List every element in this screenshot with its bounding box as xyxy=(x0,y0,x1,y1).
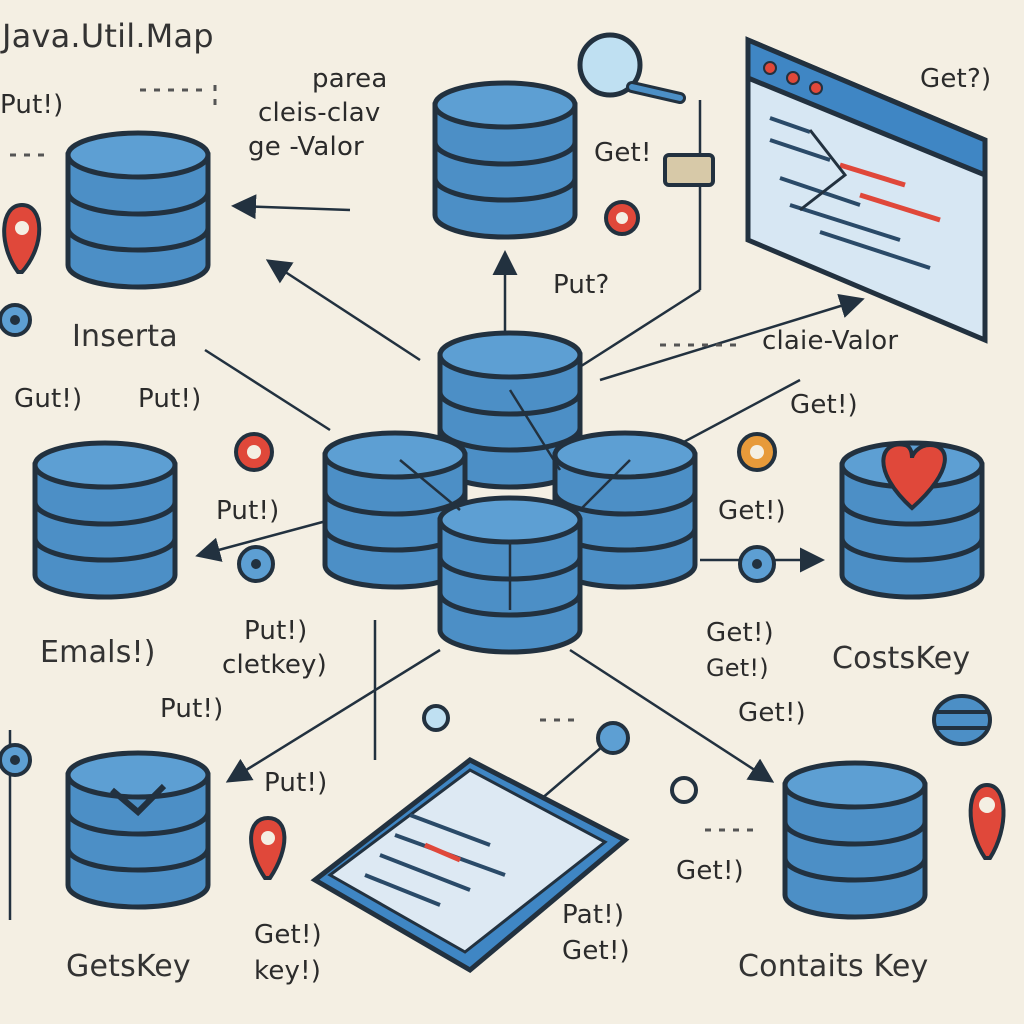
edge-hub-inserta xyxy=(265,259,421,362)
label-put-lower-left: Put!) xyxy=(264,768,328,798)
dot-node-icons xyxy=(0,200,992,804)
label-get-stack-3: Get!) xyxy=(738,698,806,728)
label-get-stack-2: Get!) xyxy=(706,654,769,682)
label-pat-2: Get!) xyxy=(562,936,630,966)
map-pin-icon-left xyxy=(2,202,42,274)
database-icon-emails xyxy=(35,443,175,597)
edge-hub-containskey xyxy=(569,648,775,783)
label-containskey: Contaits Key xyxy=(738,949,929,984)
label-claie-valor: claie-Valor xyxy=(762,326,899,356)
label-put-top: Put? xyxy=(553,270,610,300)
label-costskey: CostsKey xyxy=(832,641,971,676)
browser-window-icon xyxy=(745,36,988,344)
edge-hub-emails xyxy=(195,518,331,562)
label-put-bottom-left: Put!) xyxy=(160,694,224,724)
label-cleis-clav: cleis-clav xyxy=(258,98,381,128)
label-get-stack-1: Get!) xyxy=(706,618,774,648)
label-parea: parea xyxy=(312,64,388,94)
edge-node-doc xyxy=(539,739,611,801)
dashed-decorations xyxy=(10,85,760,832)
label-put-mid-left: Put!) xyxy=(216,496,280,526)
magnifier-icon xyxy=(577,32,686,104)
central-database-cluster xyxy=(325,333,695,652)
map-pin-icon-right xyxy=(968,782,1006,860)
edge-hub-gut xyxy=(204,348,331,432)
label-put-clet-2: cletkey) xyxy=(222,650,327,680)
label-get-right-upper: Get!) xyxy=(790,390,858,420)
heart-icon xyxy=(881,442,947,511)
edge-hub-getskey xyxy=(225,648,441,783)
label-getskey: GetsKey xyxy=(66,949,191,984)
diagram-title: Java.Util.Map xyxy=(2,17,214,55)
connector-lines xyxy=(8,100,865,920)
checkmark-icon xyxy=(110,783,167,817)
label-get-lower-right: Get!) xyxy=(676,856,744,886)
label-get-top: Get! xyxy=(594,138,652,168)
label-put-clet-1: Put!) xyxy=(244,616,308,646)
label-emails: Emals!) xyxy=(40,635,156,670)
database-icon-containskey xyxy=(785,763,925,917)
database-icon-getskey xyxy=(68,753,208,907)
label-put-top-left: Put!) xyxy=(0,90,64,120)
database-icon-inserta xyxy=(68,133,208,287)
label-gut: Gut!) xyxy=(14,384,83,414)
label-pat-1: Pat!) xyxy=(562,900,625,930)
edge-pair-left xyxy=(231,194,351,220)
label-inserta: Inserta xyxy=(72,319,178,354)
edge-hub-search xyxy=(574,288,701,372)
edge-hub-window xyxy=(599,293,865,382)
label-get-mid-right: Get!) xyxy=(718,496,786,526)
tag-icon xyxy=(663,153,715,187)
label-ge-valor: ge -Valor xyxy=(248,132,364,162)
label-get-key-1: Get!) xyxy=(254,920,322,950)
label-get-key-2: key!) xyxy=(254,956,322,986)
map-pin-icon-bottom xyxy=(249,815,287,880)
label-get-top-right: Get?) xyxy=(920,64,992,94)
database-icon-top xyxy=(435,83,575,237)
document-icon xyxy=(310,757,630,974)
label-put-left: Put!) xyxy=(138,384,202,414)
